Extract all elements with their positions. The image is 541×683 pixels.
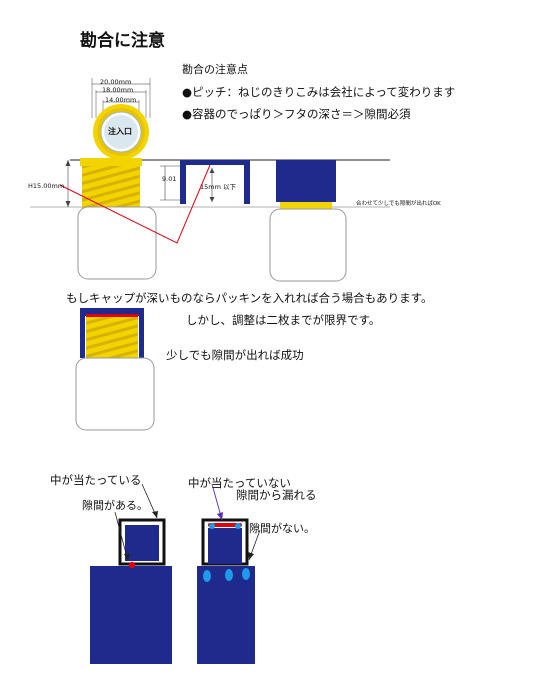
height-dimension: H15.00mm xyxy=(28,182,65,190)
bottom-left-diagram xyxy=(90,483,172,664)
right-note: 隙間がない。 xyxy=(249,522,315,535)
left-title: 中が当たっている xyxy=(50,473,142,487)
note-container: ●容器のでっぱり＞フタの深さ＝＞隙間必須 xyxy=(182,107,411,121)
pointer-line xyxy=(59,164,211,244)
bottle-right xyxy=(269,160,347,282)
gap-dimension: 9.01 xyxy=(162,175,177,183)
notes-heading: 勘合の注意点 xyxy=(182,63,248,76)
depth-dimension: 15mm 以下 xyxy=(200,183,237,191)
right-title: 中が当たっていない xyxy=(188,476,291,490)
dim-20mm: 20.00mm xyxy=(100,78,132,86)
packing-limit: しかし、調整は二枚までが限界です。 xyxy=(186,313,381,327)
page-title: 勘合に注意 xyxy=(80,31,165,51)
packing-note: もしキャップが深いものならパッキンを入れれば合う場合もあります。 xyxy=(66,291,433,305)
left-note: 隙間がある。 xyxy=(82,499,148,512)
right-leak: 隙間から漏れる xyxy=(236,488,317,502)
cap-top-view xyxy=(91,78,151,160)
dim-14mm: 14.00mm xyxy=(105,96,137,104)
bottle-left xyxy=(77,158,157,280)
bottom-right-diagram xyxy=(197,483,261,664)
dim-18mm: 18.00mm xyxy=(102,86,134,94)
note-pitch: ●ピッチ：ねじのきりこみは会社によって変わります xyxy=(182,85,456,99)
cap-inlet-label: 注入口 xyxy=(108,127,132,136)
cap-profile xyxy=(160,160,250,204)
ok-note: 合わせて少しでも隙間が出ればOK xyxy=(356,201,441,207)
bottle-packing xyxy=(75,308,155,431)
packing-success: 少しでも隙間が出れば成功 xyxy=(166,348,304,362)
